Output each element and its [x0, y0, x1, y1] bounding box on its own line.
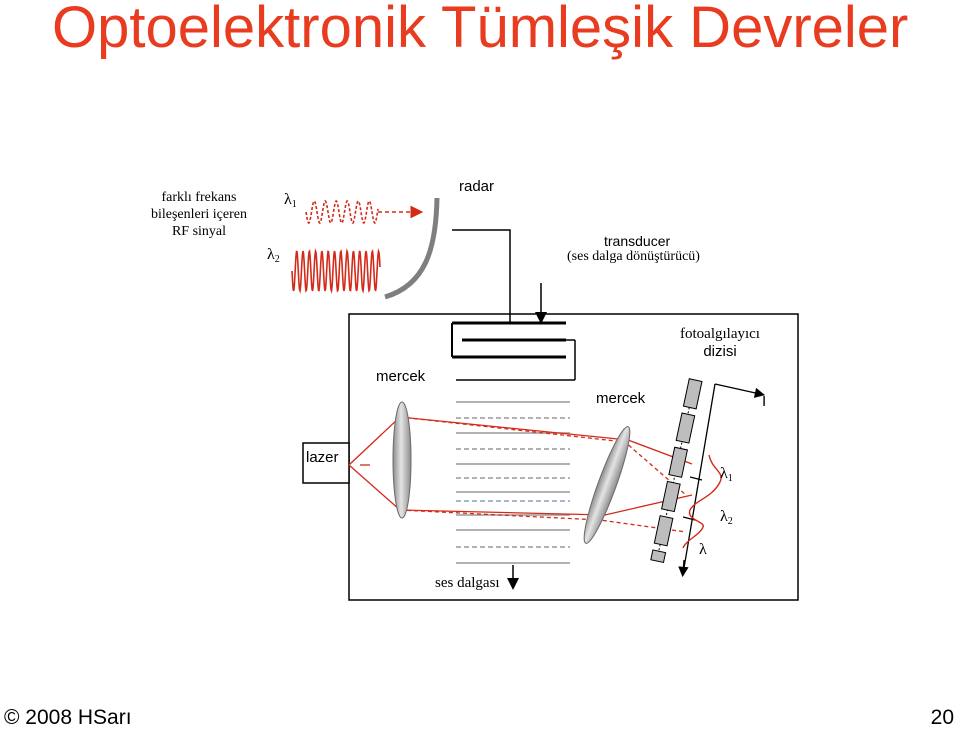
- transducer-label: transducer: [604, 233, 671, 249]
- acoustic-wavefronts: [456, 401, 570, 564]
- output-lambda2-label: λ2: [720, 508, 733, 527]
- photodetector-array: [650, 378, 703, 564]
- intensity-label: I: [762, 393, 767, 410]
- lens-1-label: mercek: [376, 368, 426, 385]
- lens-2-label: mercek: [596, 390, 646, 407]
- sound-wave-label: ses dalgası: [435, 575, 500, 591]
- transducer: [451, 321, 576, 381]
- laser-box: [302, 442, 350, 484]
- tick-lambda1: [689, 476, 703, 481]
- photodetector-label: fotoalgılayıcı dizisi: [680, 326, 760, 360]
- lambda2-label: λ2: [267, 246, 280, 265]
- lambda2-wave: [291, 248, 381, 294]
- intensity-peaks: [682, 454, 722, 549]
- lambda-axis-arrow: [678, 559, 689, 578]
- rf-signal-label: farklı frekans bileşenleri içeren RF sin…: [150, 190, 247, 239]
- lambda1-wave: [305, 200, 379, 224]
- output-lambda1-label: λ1: [720, 465, 733, 484]
- tick-lambda2: [682, 516, 696, 521]
- slide-title: Optoelektronik Tümleşik Devreler: [52, 0, 909, 60]
- intensity-axis: [683, 383, 716, 569]
- footer-copyright: © 2008 HSarı: [4, 706, 132, 729]
- lens-1: [392, 401, 412, 519]
- page-number: 20: [930, 706, 954, 729]
- lambda1-label: λ1: [284, 191, 297, 210]
- lens-2: [583, 426, 631, 544]
- radar-label: radar: [459, 178, 495, 195]
- radar-feed-line: [452, 229, 511, 322]
- radar-dish: [384, 197, 440, 300]
- lambda-axis-label: λ: [699, 541, 707, 558]
- intensity-arrow: [714, 383, 766, 398]
- transducer-description: (ses dalga dönüştürücü): [567, 249, 700, 264]
- laser-label: lazer: [306, 449, 339, 466]
